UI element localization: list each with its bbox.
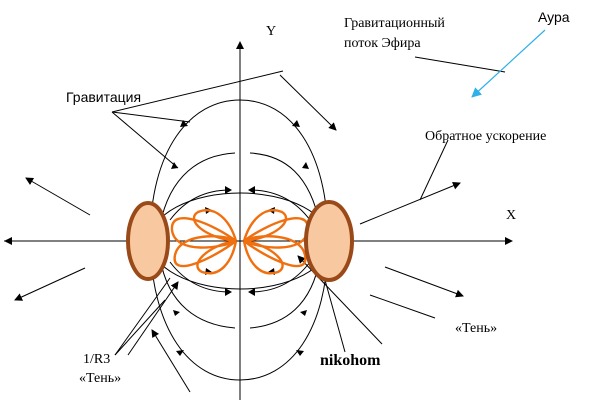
axes [4,41,513,400]
arrow-bottom-left-1 [151,329,191,393]
leader-gravitation-1 [111,70,284,113]
gravity-flow-label-2: поток Эфира [344,36,421,51]
aura-loops [170,209,310,275]
leader-reverse-acc [419,139,449,201]
field-line-mid-bottom-left [159,257,236,329]
loop-right-bottom [242,239,284,275]
arrow-upper-right [359,181,461,225]
gravity-flow-label-1: Гравитационный [344,16,445,31]
body-right [304,200,354,282]
field-line-small-bottom-right [249,261,311,293]
field-line-small-bottom-left [169,261,231,293]
leader-flow [414,56,506,73]
reverse-acceleration-label: Обратное ускорение [425,129,546,144]
aura-label: Аура [538,9,570,25]
inverse-r3-label: 1/R3 [83,352,110,367]
loop-left-top [192,209,238,243]
loop-right-top [242,209,288,243]
author-label: nikohom [320,352,381,369]
leader-lines [111,56,506,356]
radial-arrows [14,74,464,393]
leader-gravitation-2 [111,111,191,123]
body-left [126,201,170,281]
arrow-lower-left [14,267,86,301]
leader-1r3-a [114,277,171,356]
arrow-upper-left [25,177,91,216]
axis-x-label: X [506,208,516,223]
arrow-bottom-left-2 [127,281,179,356]
arrow-lower-right [384,266,464,298]
arrowhead [173,310,180,316]
field-line-small-top-right [249,189,311,221]
arrowhead [225,186,232,194]
arrowhead [248,288,255,296]
gravitation-label: Гравитация [66,89,141,105]
arrowhead [248,186,255,194]
leader-1r3-b [114,299,166,356]
arrow-top-right [279,74,337,131]
arrowhead [292,120,300,127]
arrowhead [296,350,304,356]
loop-left-bottom [196,239,238,275]
arrowhead [300,310,307,316]
arrowhead [302,162,309,169]
field-line-outer-bottom [149,240,329,381]
aura-arrow [471,29,546,98]
arrowhead [180,120,188,127]
axis-y-label: Y [266,24,276,39]
shadow-right-label: «Тень» [455,321,497,336]
field-line-mid-top-left [159,152,236,226]
field-line-small-top-left [169,189,231,221]
arrowhead [176,350,184,356]
shadow-left-label: «Тень» [79,371,121,386]
leader-shadow-right [369,294,436,319]
bodies [126,200,354,282]
leader-gravitation-3 [111,111,179,169]
arrowhead [225,288,232,296]
field-line-outer-top [149,99,329,242]
field-lines [149,99,331,381]
